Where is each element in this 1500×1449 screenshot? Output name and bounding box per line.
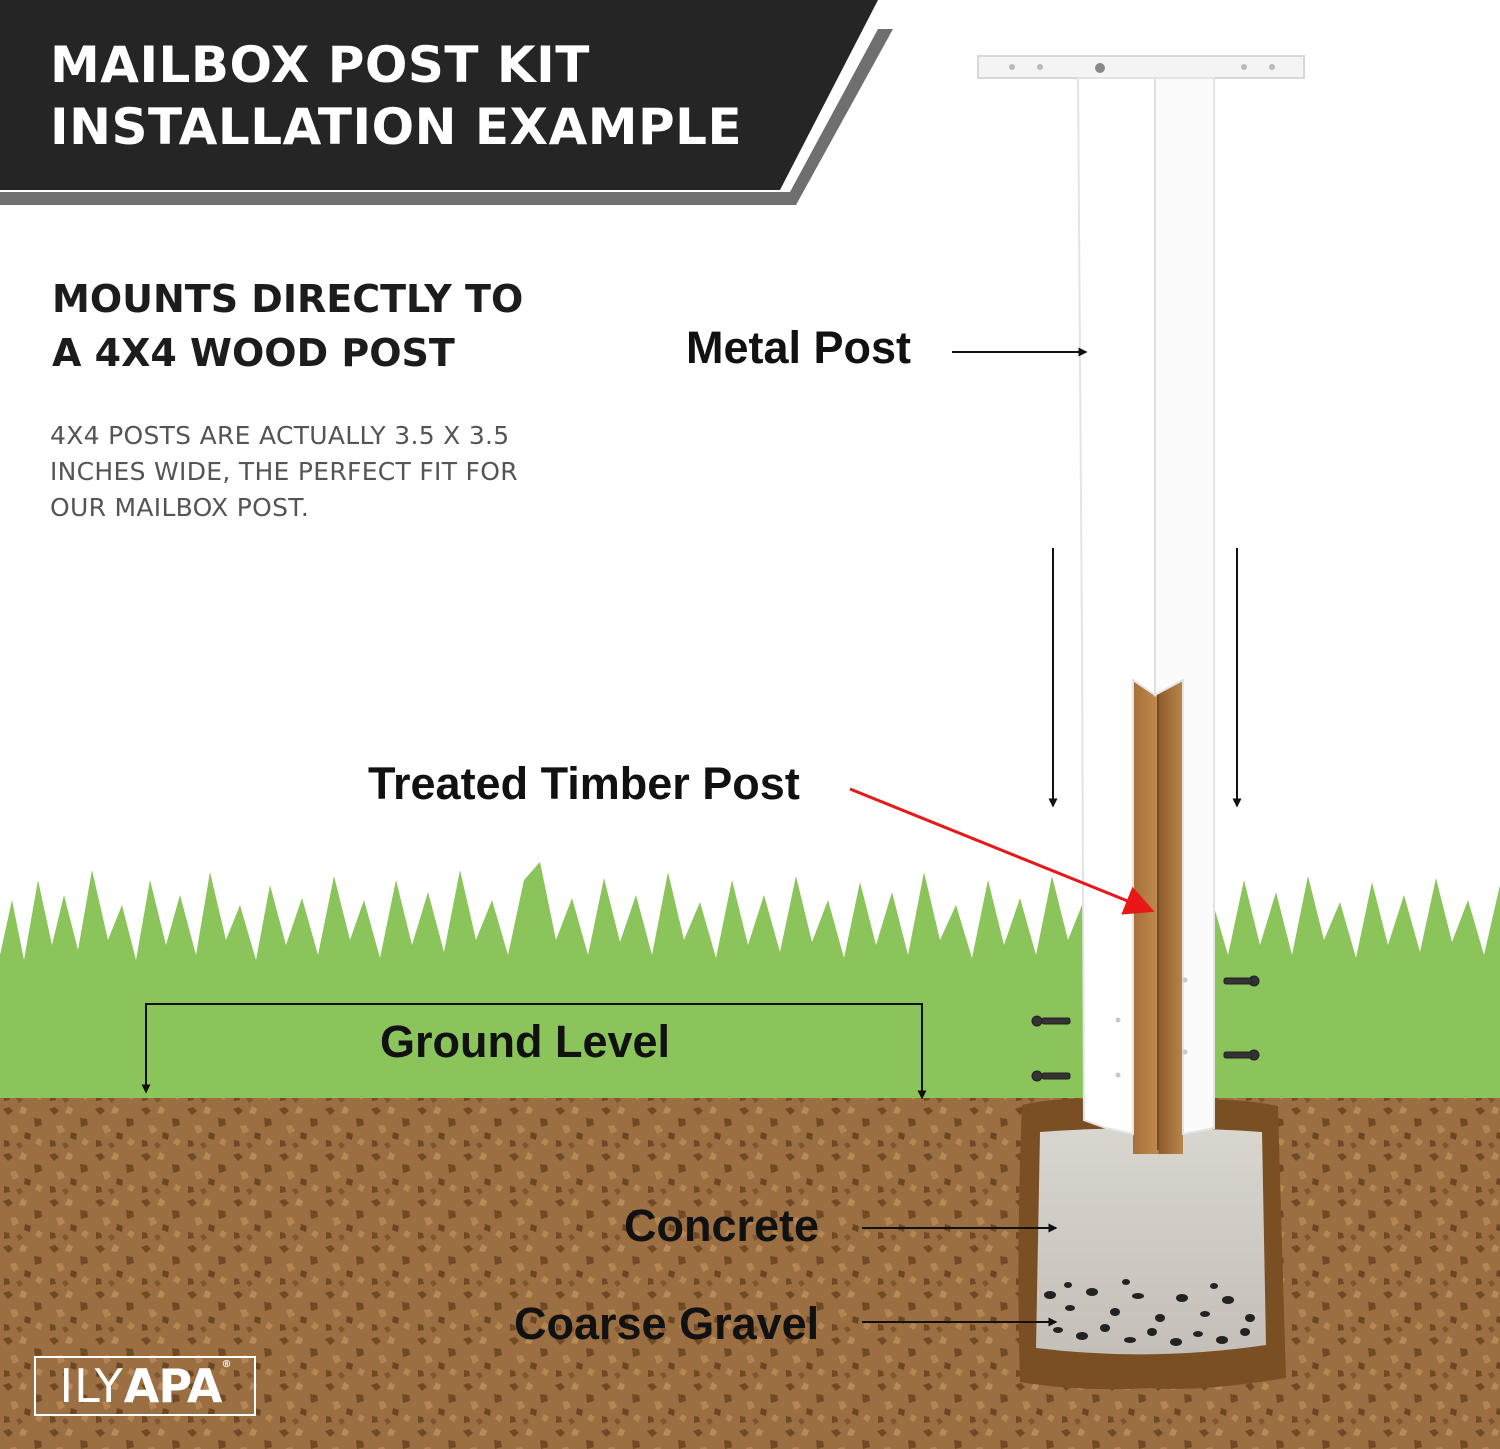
- timber-post-pointer: [849, 787, 1155, 915]
- logo-thin: ILY: [59, 1359, 124, 1413]
- ground-level-bracket: [145, 1003, 927, 1100]
- header-banner: [0, 0, 893, 205]
- screw-icon: [1031, 975, 1260, 1082]
- label-coarse-gravel: Coarse Gravel: [514, 1298, 820, 1349]
- intro-body: 4X4 POSTS ARE ACTUALLY 3.5 X 3.5 INCHES …: [50, 418, 518, 526]
- body-line-3: OUR MAILBOX POST.: [50, 493, 310, 522]
- mounting-plate: [977, 55, 1305, 79]
- concrete-fill: [1036, 1128, 1266, 1355]
- post-hole: [1018, 1098, 1286, 1390]
- logo-bold: APA: [123, 1359, 223, 1413]
- timber-post: [1133, 655, 1183, 1154]
- page-title: MAILBOX POST KIT INSTALLATION EXAMPLE: [50, 34, 742, 158]
- label-timber-post: Treated Timber Post: [368, 758, 800, 809]
- title-line-2: INSTALLATION EXAMPLE: [50, 98, 743, 156]
- mounting-bolt-icon: [1095, 63, 1105, 73]
- headline-line-2: A 4X4 WOOD POST: [52, 331, 455, 375]
- gravel-layer: [1044, 1279, 1255, 1346]
- headline-line-1: MOUNTS DIRECTLY TO: [52, 277, 524, 321]
- banner-background: [0, 0, 878, 190]
- body-line-1: 4X4 POSTS ARE ACTUALLY 3.5 X 3.5: [50, 421, 510, 450]
- arrow-icon: [141, 347, 1242, 1327]
- grass: [0, 862, 1500, 1100]
- metal-post: [977, 55, 1305, 1136]
- banner-stripe: [0, 29, 893, 205]
- logo-registered: ®: [221, 1359, 231, 1370]
- intro-headline: MOUNTS DIRECTLY TO A 4X4 WOOD POST: [52, 272, 523, 380]
- title-line-1: MAILBOX POST KIT: [50, 36, 590, 94]
- label-ground-level: Ground Level: [380, 1016, 671, 1067]
- label-metal-post: Metal Post: [686, 322, 912, 373]
- label-concrete: Concrete: [624, 1200, 820, 1251]
- brand-logo: ILYAPA®: [34, 1356, 256, 1416]
- body-line-2: INCHES WIDE, THE PERFECT FIT FOR: [50, 457, 518, 486]
